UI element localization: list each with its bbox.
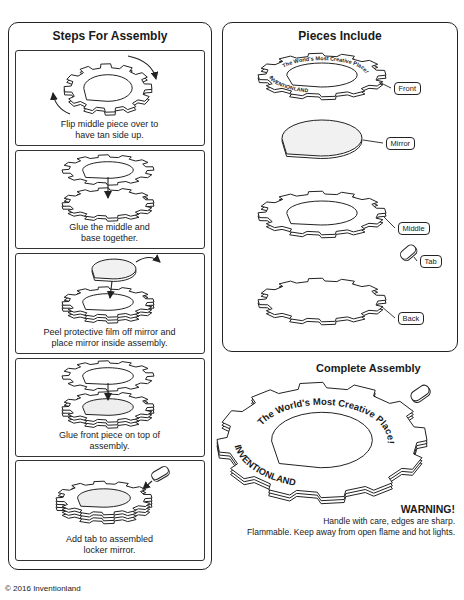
bulb-opening xyxy=(83,399,134,416)
panel-title: Steps For Assembly xyxy=(9,23,211,43)
leader-line xyxy=(381,306,395,318)
step-box: Glue front piece on top of assembly. xyxy=(15,358,205,457)
engraved-text-line: INVENTIONLAND xyxy=(268,75,308,93)
motion-arrow xyxy=(128,56,156,79)
bulb-opening xyxy=(83,368,134,385)
motion-arrow xyxy=(53,93,70,114)
bulb-opening xyxy=(287,63,357,87)
part-label: Tab xyxy=(420,255,442,268)
warning-heading: WARNING! xyxy=(401,503,455,516)
step-caption: Glue the middle and base together. xyxy=(62,222,158,244)
step-caption: Peel protective film off mirror and plac… xyxy=(32,327,187,349)
engraved-text-line: The World's Most Creative Place! xyxy=(281,55,370,74)
gear-layer xyxy=(56,481,152,515)
tag-text: Tab xyxy=(425,257,437,266)
leader-line xyxy=(363,140,383,143)
engraved-text: The World's Most Creative Place! xyxy=(255,396,396,444)
gear-layer xyxy=(258,191,386,235)
bulb-opening xyxy=(84,75,132,102)
gear-layer xyxy=(217,382,427,497)
bulb-opening xyxy=(83,294,134,311)
tab-piece xyxy=(150,465,170,481)
motion-arrow xyxy=(143,481,152,489)
part-label: Middle xyxy=(398,222,430,235)
steps-panel: Steps For AssemblyFlip middle piece over… xyxy=(8,22,212,570)
gear-layer xyxy=(258,278,386,322)
step-box: Glue the middle and base together. xyxy=(15,150,205,249)
tab-piece xyxy=(409,383,431,403)
mirror-piece xyxy=(282,120,362,156)
section-heading: Complete Assembly xyxy=(316,361,421,375)
motion-arrow xyxy=(107,383,108,400)
tab-piece xyxy=(399,243,418,261)
engraved-text-line: INVENTIONLAND xyxy=(233,444,297,488)
engraved-text: The World's Most Creative Place! xyxy=(281,55,370,74)
motion-arrow xyxy=(110,281,112,298)
engraved-text-line: The World's Most Creative Place! xyxy=(255,396,396,444)
panel-title: Pieces Include xyxy=(223,23,457,43)
gear-layer xyxy=(258,53,386,97)
leader-line xyxy=(384,217,395,228)
motion-arrow xyxy=(136,258,160,263)
step-box: Peel protective film off mirror and plac… xyxy=(15,253,205,354)
tag-text: Front xyxy=(399,84,417,93)
step-caption: Add tab to assembled locker mirror. xyxy=(60,534,160,556)
bulb-opening xyxy=(83,162,134,179)
warning-text: Handle with care, edges are sharp. xyxy=(323,516,455,527)
step-box: Add tab to assembled locker mirror. xyxy=(15,460,205,561)
mirror-piece xyxy=(92,259,136,279)
warning-text: Flammable. Keep away from open flame and… xyxy=(247,527,455,538)
tag-text: Mirror xyxy=(391,139,411,148)
leader-line xyxy=(379,82,391,88)
pieces-panel: Pieces IncludeFrontMirrorMiddleTabBack xyxy=(222,22,458,352)
step-box: Flip middle piece over to have tan side … xyxy=(15,50,205,146)
bulb-opening xyxy=(78,489,131,507)
engraved-text: INVENTIONLAND xyxy=(268,75,308,93)
step-caption: Flip middle piece over to have tan side … xyxy=(56,119,164,141)
leader-line xyxy=(414,257,417,261)
step-caption: Glue front piece on top of assembly. xyxy=(59,430,161,452)
part-label: Mirror xyxy=(386,137,416,150)
motion-arrow xyxy=(107,177,108,198)
tag-text: Middle xyxy=(403,224,425,233)
tag-text: Back xyxy=(403,314,420,323)
engraved-text: INVENTIONLAND xyxy=(233,444,297,488)
part-label: Back xyxy=(398,312,425,325)
gear-layer xyxy=(62,287,154,317)
copyright-note: © 2016 Inventionland xyxy=(5,584,81,594)
gear-layer xyxy=(64,64,152,112)
part-label: Front xyxy=(394,82,422,95)
bulb-opening xyxy=(287,201,357,225)
bulb-opening xyxy=(272,412,373,467)
